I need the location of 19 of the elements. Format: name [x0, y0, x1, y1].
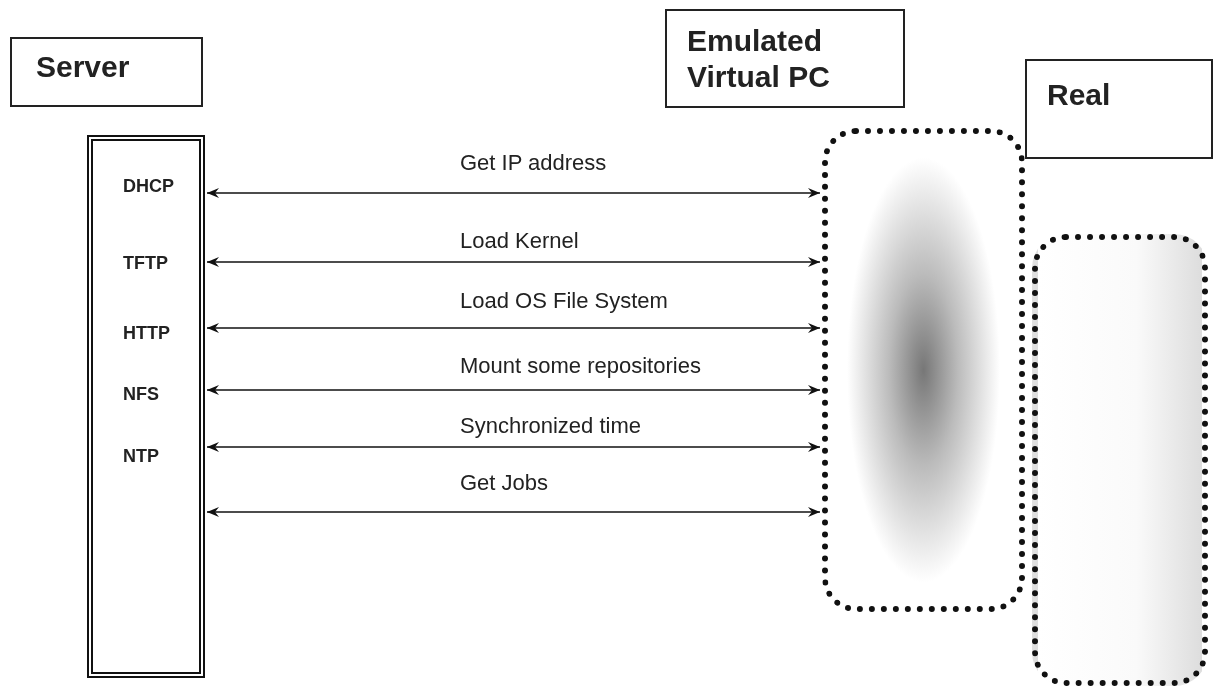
- box-title: Emulated Virtual PC: [687, 23, 831, 95]
- protocol-name: HTTP: [123, 323, 170, 344]
- title-box: [10, 37, 203, 107]
- double-arrow: [206, 385, 821, 395]
- dotted-rounded-box: [1032, 234, 1208, 686]
- protocol-name: TFTP: [123, 253, 168, 274]
- server-box: [87, 135, 205, 678]
- double-arrow: [206, 507, 821, 517]
- double-arrow: [206, 257, 821, 267]
- double-arrow: [206, 323, 821, 333]
- double-arrow: [206, 188, 821, 198]
- box-title: Real: [1047, 77, 1112, 113]
- double-arrow: [206, 442, 821, 452]
- title-box: [665, 9, 905, 108]
- protocol-name: NFS: [123, 384, 159, 405]
- protocol-name: NTP: [123, 446, 159, 467]
- title-box: [1025, 59, 1213, 159]
- box-title: Server: [36, 49, 131, 85]
- protocol-name: DHCP: [123, 176, 174, 197]
